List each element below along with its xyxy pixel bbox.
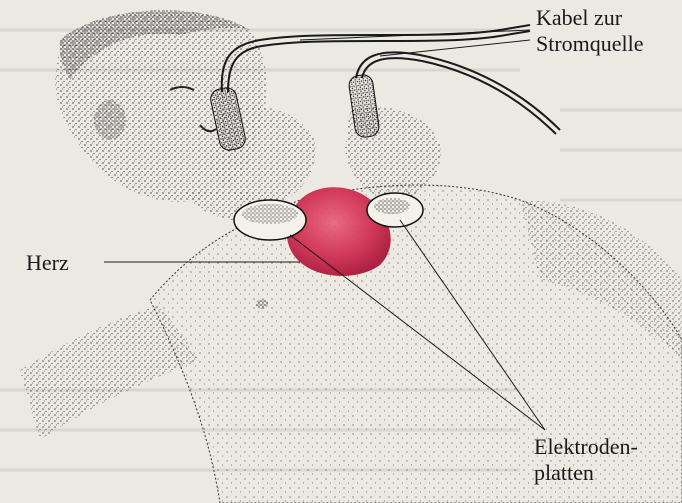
label-electrode-plates-line2: platten (534, 460, 638, 486)
label-power-cable-line2: Stromquelle (536, 31, 644, 57)
label-power-cable-line1: Kabel zur (536, 5, 644, 31)
label-power-cable: Kabel zur Stromquelle (536, 5, 644, 57)
label-heart: Herz (26, 250, 69, 276)
label-electrode-plates-line1: Elektroden- (534, 434, 638, 460)
label-electrode-plates: Elektroden- platten (534, 434, 638, 486)
